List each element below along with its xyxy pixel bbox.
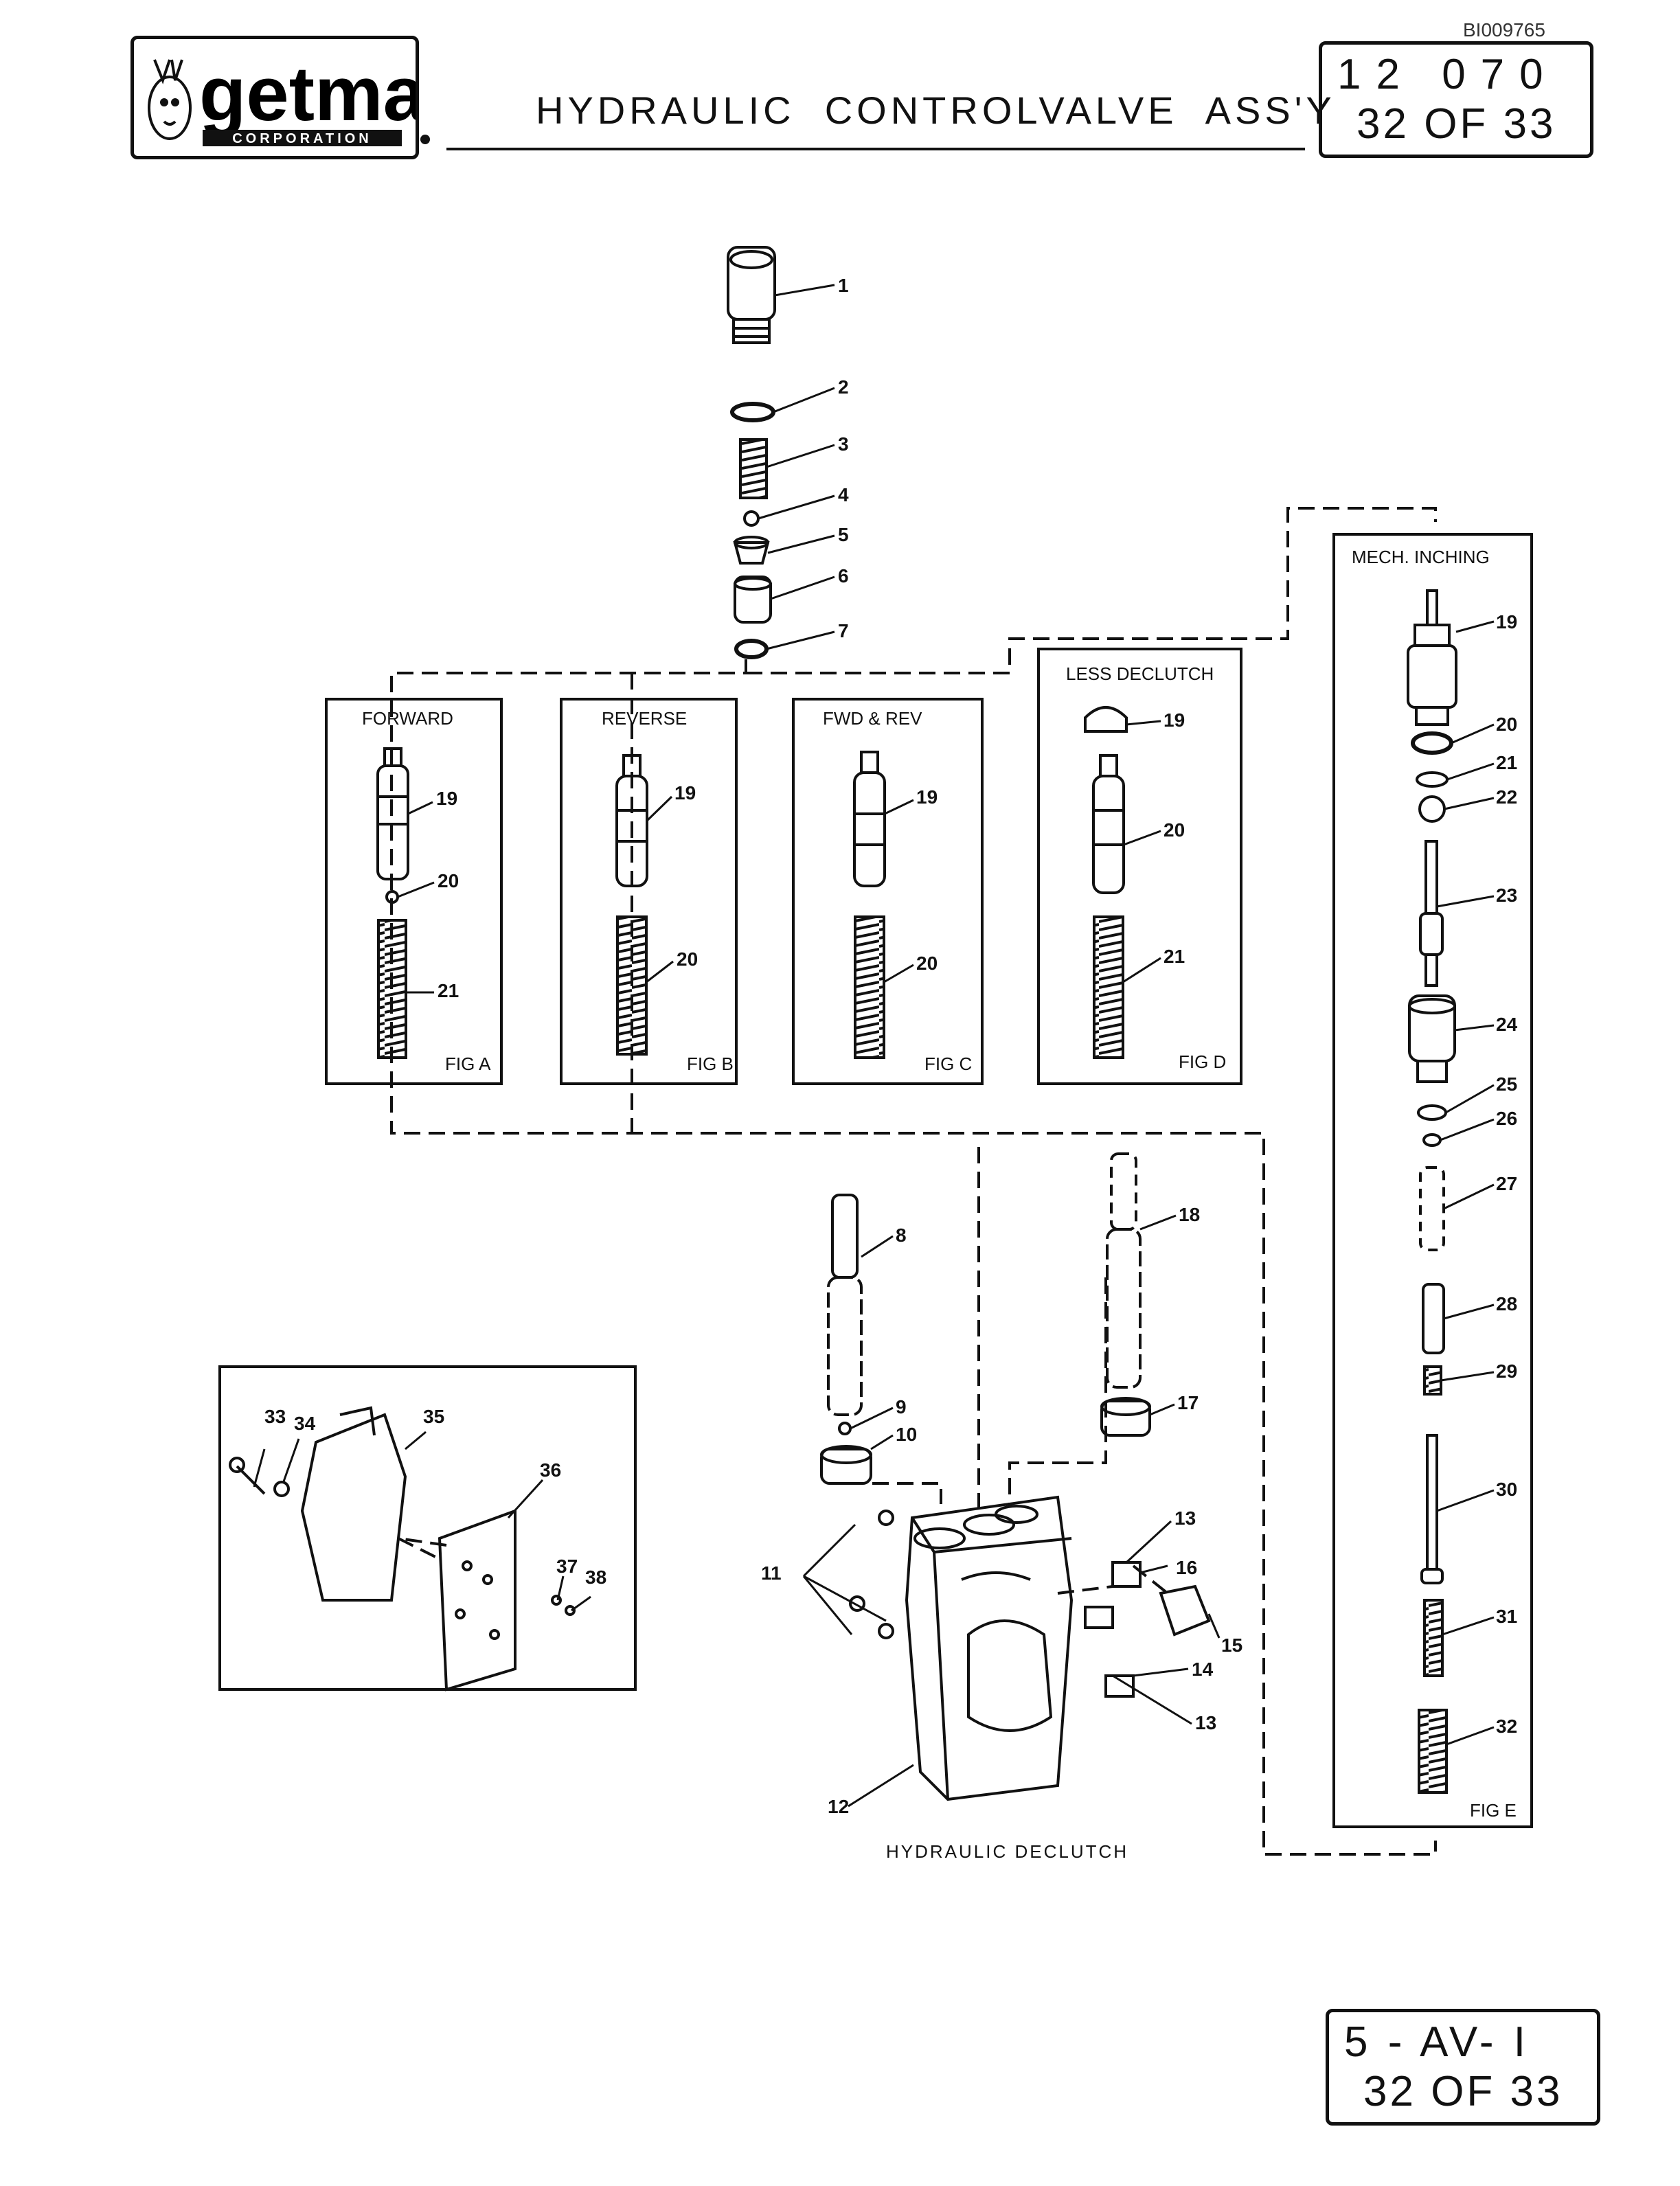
callout: 21 xyxy=(438,980,459,1001)
registered-dot xyxy=(420,135,430,144)
fig-e-parts xyxy=(1407,589,1457,1794)
hydraulic-declutch-parts xyxy=(820,1152,1211,1801)
callout: 33 xyxy=(264,1406,286,1427)
fig-a-label: FIG A xyxy=(445,1054,491,1074)
callout: 30 xyxy=(1496,1479,1517,1500)
fig-b-box xyxy=(560,698,738,1085)
callout: 12 xyxy=(828,1796,849,1817)
callout: 13 xyxy=(1174,1507,1196,1529)
fig-d-parts xyxy=(1084,706,1128,1059)
callout: 34 xyxy=(294,1413,316,1434)
fig-a-box xyxy=(325,698,503,1085)
callout-leaders xyxy=(253,284,1495,1808)
callout: 28 xyxy=(1496,1293,1517,1314)
callout: 23 xyxy=(1496,885,1517,906)
fig-e-title: MECH. INCHING xyxy=(1352,547,1490,567)
fig-e-label: FIG E xyxy=(1470,1800,1517,1821)
callout: 21 xyxy=(1496,752,1517,773)
fig-c-label: FIG C xyxy=(924,1054,972,1074)
callout: 15 xyxy=(1221,1635,1242,1656)
callout: 10 xyxy=(896,1424,917,1445)
page-code-bottom: 5 - AV- I xyxy=(1344,2018,1530,2066)
callout: 38 xyxy=(585,1567,606,1588)
callout: 24 xyxy=(1496,1014,1518,1035)
callout: 20 xyxy=(916,953,938,974)
title-underline xyxy=(446,148,1305,150)
callout: 2 xyxy=(838,376,849,398)
page-title: HYDRAULIC CONTROLVALVE ASS'Y xyxy=(536,89,1336,132)
callout: 19 xyxy=(1496,611,1517,633)
callout: 20 xyxy=(1496,714,1517,735)
callout: 27 xyxy=(1496,1173,1517,1194)
fig-b-label: FIG B xyxy=(687,1054,734,1074)
callout-numbers: 1 2 3 4 5 6 7 19 20 21 19 20 19 20 19 20… xyxy=(264,275,1518,1817)
fig-d-title: LESS DECLUTCH xyxy=(1066,663,1214,684)
callout: 22 xyxy=(1496,786,1517,808)
rabbit-head-icon xyxy=(148,59,192,140)
page-box-bottom: 5 - AV- I 32 OF 33 xyxy=(1326,2009,1600,2126)
callout: 13 xyxy=(1195,1712,1216,1733)
callout: 19 xyxy=(674,782,696,804)
callout: 25 xyxy=(1496,1073,1517,1095)
callout: 20 xyxy=(677,948,698,970)
fig-b-title: REVERSE xyxy=(602,708,687,729)
fig-c-box xyxy=(792,698,984,1085)
callout: 8 xyxy=(896,1225,907,1246)
callout: 17 xyxy=(1177,1392,1199,1413)
callout: 35 xyxy=(423,1406,444,1427)
callout: 20 xyxy=(1163,819,1185,841)
hydraulic-declutch-title: HYDRAULIC DECLUTCH xyxy=(886,1841,1128,1862)
fig-d-box xyxy=(1037,648,1242,1085)
callout: 36 xyxy=(540,1459,561,1481)
fig-e-box xyxy=(1332,533,1533,1828)
top-stack-parts xyxy=(727,246,776,659)
inset-box xyxy=(218,1365,637,1691)
callout: 21 xyxy=(1163,946,1185,967)
callout: 31 xyxy=(1496,1606,1517,1627)
brand-sub: CORPORATION xyxy=(232,131,372,146)
callout: 5 xyxy=(838,524,849,545)
callout: 9 xyxy=(896,1396,907,1418)
callout: 19 xyxy=(1163,709,1185,731)
inset-parts xyxy=(229,1406,576,1692)
callout: 11 xyxy=(761,1562,782,1584)
callout: 26 xyxy=(1496,1108,1517,1129)
fig-a-title: FORWARD xyxy=(362,708,453,729)
callout: 14 xyxy=(1192,1659,1214,1680)
callout: 6 xyxy=(838,565,849,587)
callout: 37 xyxy=(556,1556,578,1577)
callout: 18 xyxy=(1179,1204,1200,1225)
callout: 7 xyxy=(838,620,849,641)
callout: 29 xyxy=(1496,1360,1517,1382)
callout: 16 xyxy=(1176,1557,1197,1578)
fig-b-parts xyxy=(615,754,648,1056)
callout: 19 xyxy=(436,788,457,809)
page-code-top: 12 070 xyxy=(1337,51,1558,98)
reference-code: BI009765 xyxy=(1463,19,1545,41)
callout: 4 xyxy=(838,484,849,505)
callout: 32 xyxy=(1496,1716,1517,1737)
fig-c-title: FWD & REV xyxy=(823,708,922,729)
callout: 3 xyxy=(838,433,849,455)
page-box-top: 12 070 32 OF 33 xyxy=(1319,41,1593,158)
figure-labels: FORWARD FIG A REVERSE FIG B FWD & REV FI… xyxy=(362,547,1517,1862)
page-count-bottom: 32 OF 33 xyxy=(1363,2068,1563,2115)
callout: 1 xyxy=(838,275,849,296)
dashed-leaders xyxy=(390,507,1437,1856)
fig-a-parts xyxy=(376,747,409,1059)
fig-c-parts xyxy=(853,751,886,1059)
callout: 19 xyxy=(916,786,938,808)
page-count-top: 32 OF 33 xyxy=(1357,100,1556,148)
fig-d-label: FIG D xyxy=(1179,1051,1226,1072)
callout: 20 xyxy=(438,870,459,891)
